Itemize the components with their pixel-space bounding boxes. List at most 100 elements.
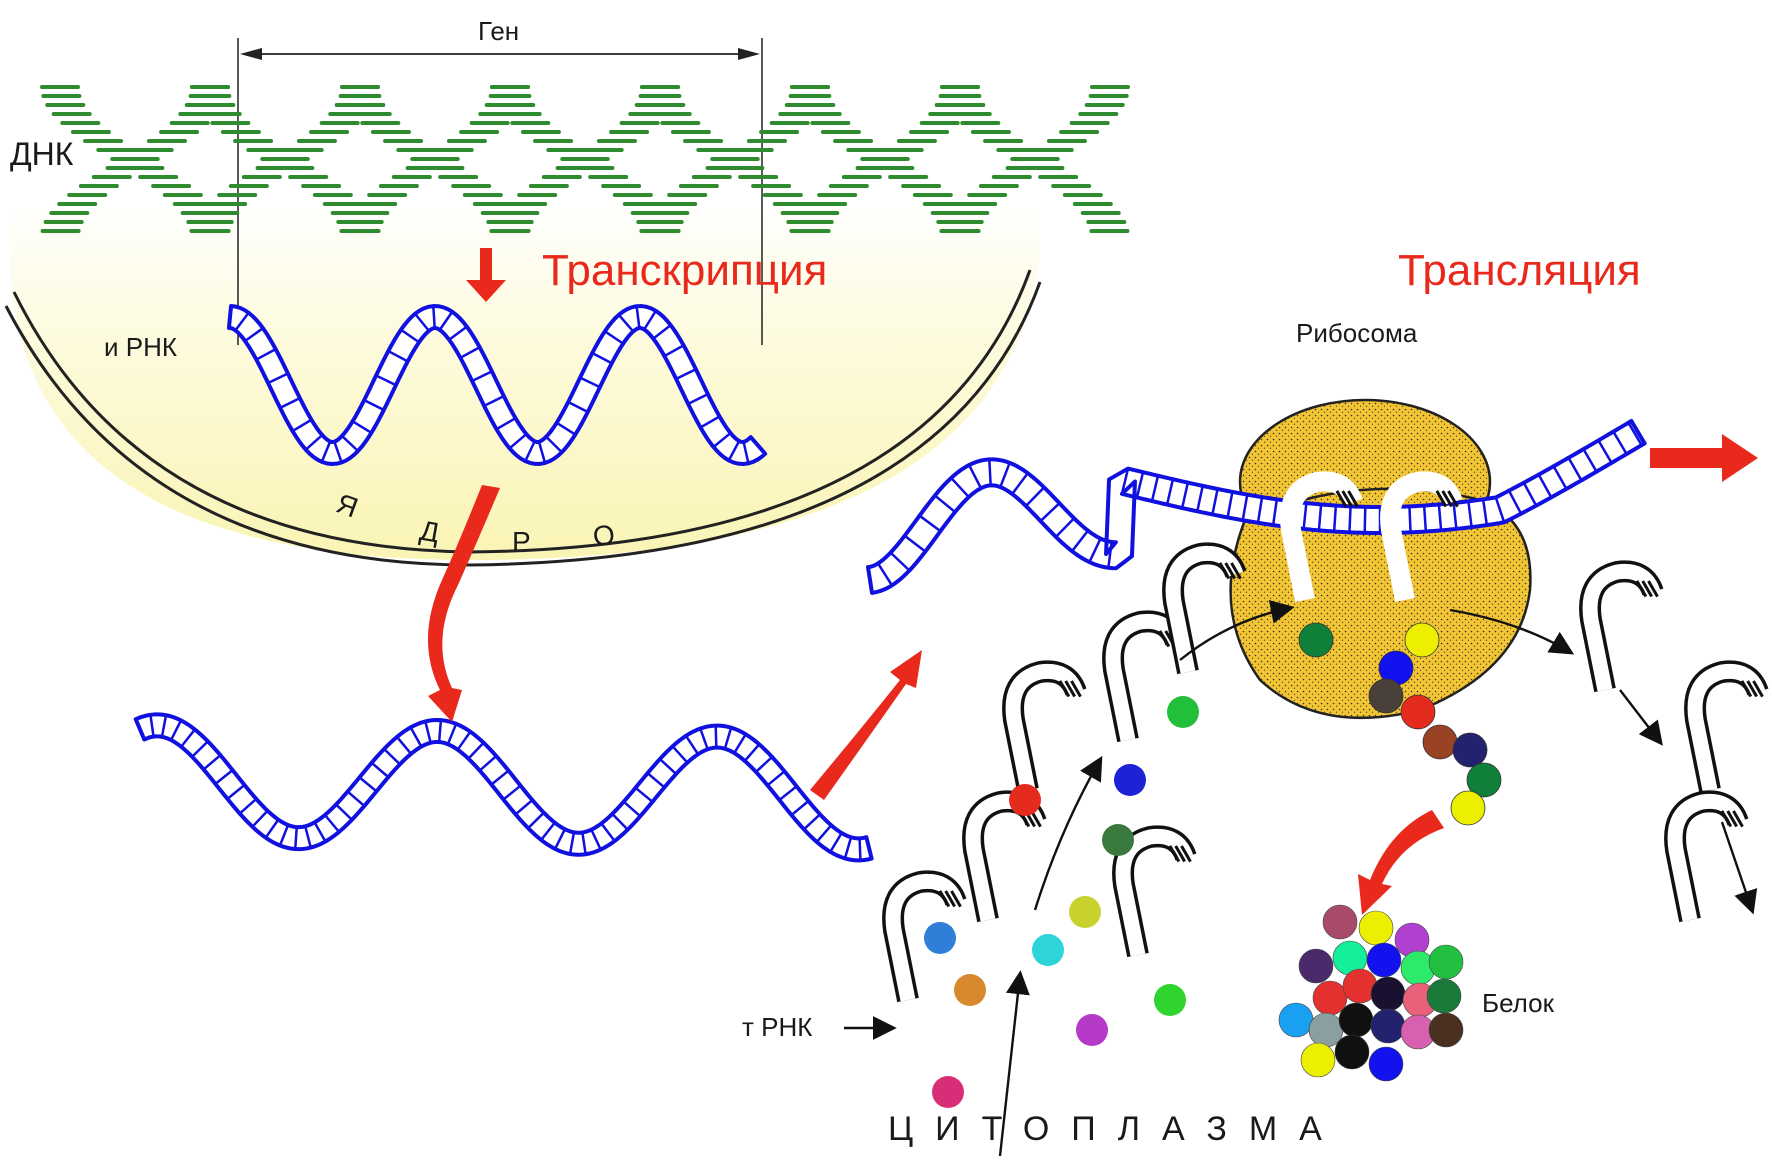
ribbon-hatch [335,803,353,821]
ribbon-hatch [1025,486,1045,507]
ribbon-hatch [646,772,666,789]
anticodon-mark [944,890,956,908]
dna-segment [201,112,242,116]
dna-segment [367,193,408,197]
ribbon-hatch [600,822,616,842]
dna-segment [274,166,315,170]
ribbon-hatch [459,346,481,359]
ribbon-hatch [699,728,709,750]
trna-icon [1380,471,1463,602]
ribbon-hatch [424,721,432,744]
ribbon-hatch [226,784,246,800]
ribbon-hatch [815,824,833,843]
ribbon-hatch [659,758,677,775]
dna-segment [1084,103,1125,107]
trna-entry-arrow-icon [1179,600,1295,661]
anticodon-mark [1746,680,1758,698]
dna-segment [790,229,831,233]
dna-segment [574,166,615,170]
dna-segment [340,229,381,233]
cytoplasm-pointer-arrow-icon [998,970,1030,1157]
ribbon-hatch [438,311,454,331]
ribbon-hatch [495,417,517,431]
ribbon-hatch [396,736,412,755]
dna-segment [949,211,990,215]
ribbon-hatch [293,827,299,850]
amino-acid [1114,764,1146,796]
dna-segment [901,184,942,188]
dna-segment [296,139,337,143]
ribbon-hatch [581,832,587,855]
protein-label: Белок [1482,988,1554,1018]
dna-segment [828,184,869,188]
dna-segment [438,175,479,179]
ribosome-label: Рибосома [1296,318,1418,348]
ribbon-hatch [591,351,613,365]
trna-body [1667,793,1746,922]
ribbon-hatch [889,551,911,572]
ribbon-hatch [617,314,635,333]
dna-segment [91,175,132,179]
dna-segment [343,220,384,224]
ribbon-hatch [351,420,373,434]
ribbon-hatch [1422,505,1428,532]
ribbon-hatch [291,418,313,433]
ribbon-hatch [238,797,258,815]
dna-segment [1080,211,1121,215]
protein-amino-acid [1428,1012,1464,1048]
dna-segment [807,202,848,206]
anticodon-mark [1174,845,1186,863]
dna-segment [790,85,830,89]
ribbon-hatch [414,312,430,332]
chain-amino-acid [1422,724,1458,760]
chain-amino-acid [1466,762,1502,798]
dna-segment [1089,229,1130,233]
dna-segment [795,103,836,107]
dna-segment [517,193,558,197]
process-arrows [427,248,1758,915]
dna-segment [499,211,540,215]
dna-segment [462,193,503,197]
amino-acid [924,922,956,954]
dna-segment [459,130,500,134]
anticodon-mark [1740,680,1753,698]
ribbon-hatch [1150,475,1160,502]
protein-cluster [1278,904,1464,1082]
ribbon-hatch [279,396,301,410]
ribbon-hatch [333,441,343,463]
ribbon-hatch [1612,430,1628,455]
ribosome-exit-arrow-icon [1650,434,1758,482]
ribbon-hatch [1165,478,1175,505]
ribbon-hatch [358,776,378,793]
ribbon-hatch [749,436,767,455]
dna-segment [507,202,548,206]
dna-segment [501,112,542,116]
anticodon-mark [1218,562,1231,580]
dna-segment [1038,175,1079,179]
ribbon-hatch [234,311,250,332]
dna-label: ДНК [10,136,74,172]
chain-amino-acid [1404,622,1440,658]
anticodon-mark [1732,810,1744,828]
ribbon-hatch [699,415,721,429]
dna-segment [683,139,724,143]
dna-segment [162,193,203,197]
dna-segment [719,157,760,161]
cytoplasm-label: ЦИТОПЛАЗМА [888,1110,1344,1148]
ribbon-hatch [508,433,528,450]
dna-segment [133,148,174,152]
anticodon-mark [1720,810,1733,828]
ribbon-hatch [829,832,843,853]
ribbon-hatch [251,809,269,828]
ribbon-hatch [590,829,602,851]
ribbon-hatch [1452,502,1458,530]
dna-segment [945,103,986,107]
dna-segment [533,139,574,143]
anticodon-mark [1341,490,1353,508]
dna-segment [846,148,887,152]
dna-segment [220,130,261,134]
dna-segment [246,148,287,152]
ribbon-hatch [1011,472,1029,495]
amino-acid [1069,896,1101,928]
dna-segment [912,193,953,197]
